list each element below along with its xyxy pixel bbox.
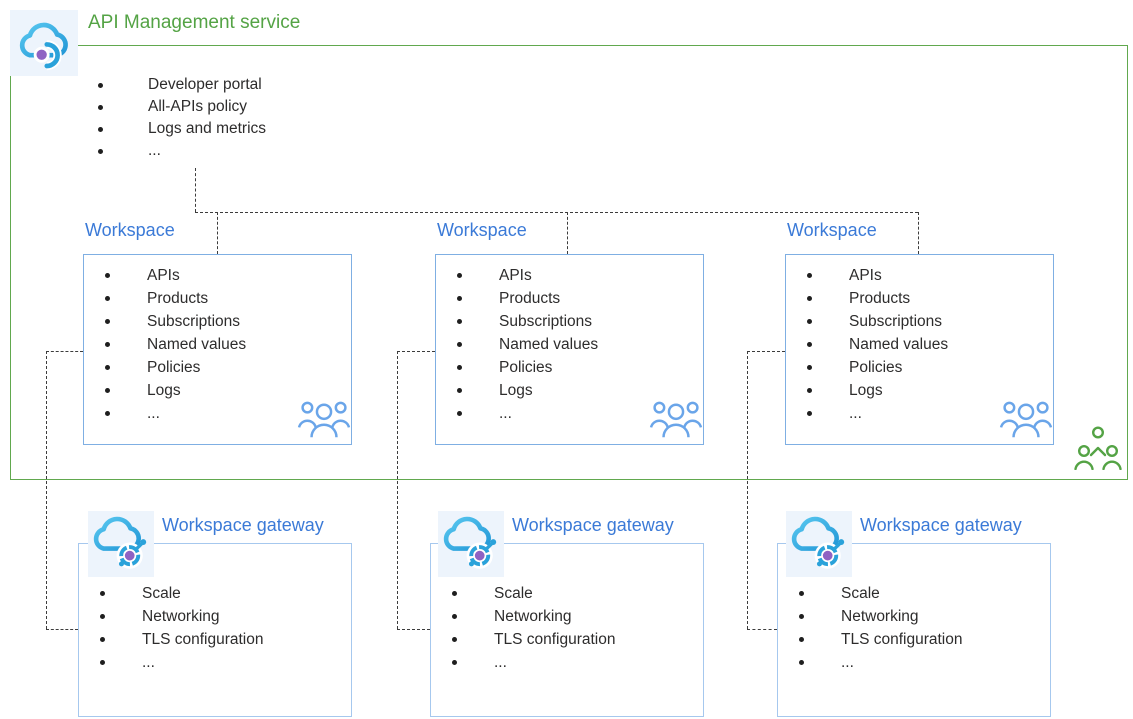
list-item: TLS configuration xyxy=(444,628,616,651)
workspace-3-title: Workspace xyxy=(787,220,877,240)
workspace-2-feature-list: APIs Products Subscriptions Named values… xyxy=(449,264,598,425)
connector-workspace1-gateway xyxy=(46,629,78,630)
api-management-service-box xyxy=(10,45,1128,480)
gateway-2-feature-list: Scale Networking TLS configuration ... xyxy=(444,582,616,674)
list-item: Policies xyxy=(97,356,246,379)
list-item: Named values xyxy=(799,333,948,356)
team-people-icon xyxy=(297,397,351,439)
list-item: TLS configuration xyxy=(791,628,963,651)
list-item: Named values xyxy=(97,333,246,356)
list-item: ... xyxy=(92,651,264,674)
list-item: Developer portal xyxy=(90,74,266,96)
list-item: ... xyxy=(97,402,246,425)
list-item: Networking xyxy=(92,605,264,628)
api-management-cloud-icon xyxy=(10,10,78,76)
list-item: Policies xyxy=(799,356,948,379)
list-item: ... xyxy=(799,402,948,425)
workspace-1-feature-list: APIs Products Subscriptions Named values… xyxy=(97,264,246,425)
list-item: Products xyxy=(449,287,598,310)
list-item: All-APIs policy xyxy=(90,96,266,118)
connector-drop-workspace-3 xyxy=(918,212,919,254)
list-item: ... xyxy=(449,402,598,425)
gateway-1-feature-list: Scale Networking TLS configuration ... xyxy=(92,582,264,674)
list-item: Scale xyxy=(791,582,963,605)
gateway-3-title: Workspace gateway xyxy=(860,515,1022,535)
list-item: APIs xyxy=(97,264,246,287)
list-item: Networking xyxy=(444,605,616,628)
workspace-2-title: Workspace xyxy=(437,220,527,240)
list-item: Scale xyxy=(92,582,264,605)
connector-workspace1-down xyxy=(46,351,47,629)
gateway-cloud-icon xyxy=(438,511,504,577)
list-item: Products xyxy=(799,287,948,310)
connector-service-bus xyxy=(195,212,918,213)
connector-workspace2-down xyxy=(397,351,398,629)
list-item: Logs and metrics xyxy=(90,118,266,140)
list-item: Subscriptions xyxy=(449,310,598,333)
connector-workspace3-down xyxy=(747,351,748,629)
connector-workspace1-out xyxy=(46,351,83,352)
list-item: Policies xyxy=(449,356,598,379)
list-item: Logs xyxy=(97,379,246,402)
connector-drop-workspace-1 xyxy=(217,212,218,254)
list-item: APIs xyxy=(449,264,598,287)
apim-feature-list: Developer portal All-APIs policy Logs an… xyxy=(90,74,266,162)
list-item: Named values xyxy=(449,333,598,356)
connector-drop-workspace-2 xyxy=(567,212,568,254)
list-item: ... xyxy=(90,140,266,162)
list-item: Products xyxy=(97,287,246,310)
list-item: ... xyxy=(444,651,616,674)
connector-workspace2-out xyxy=(397,351,435,352)
team-people-icon xyxy=(999,397,1053,439)
gateway-1-title: Workspace gateway xyxy=(162,515,324,535)
gateway-cloud-icon xyxy=(88,511,154,577)
org-people-icon xyxy=(1074,424,1122,470)
list-item: TLS configuration xyxy=(92,628,264,651)
list-item: Logs xyxy=(799,379,948,402)
list-item: Logs xyxy=(449,379,598,402)
gateway-3-feature-list: Scale Networking TLS configuration ... xyxy=(791,582,963,674)
connector-workspace3-gateway xyxy=(747,629,777,630)
list-item: ... xyxy=(791,651,963,674)
connector-workspace3-out xyxy=(747,351,785,352)
connector-workspace2-gateway xyxy=(397,629,430,630)
connector-service-stem xyxy=(195,168,196,212)
gateway-cloud-icon xyxy=(786,511,852,577)
list-item: APIs xyxy=(799,264,948,287)
team-people-icon xyxy=(649,397,703,439)
list-item: Scale xyxy=(444,582,616,605)
workspace-1-title: Workspace xyxy=(85,220,175,240)
list-item: Networking xyxy=(791,605,963,628)
workspace-3-feature-list: APIs Products Subscriptions Named values… xyxy=(799,264,948,425)
list-item: Subscriptions xyxy=(97,310,246,333)
list-item: Subscriptions xyxy=(799,310,948,333)
api-management-service-title: API Management service xyxy=(88,12,301,33)
gateway-2-title: Workspace gateway xyxy=(512,515,674,535)
